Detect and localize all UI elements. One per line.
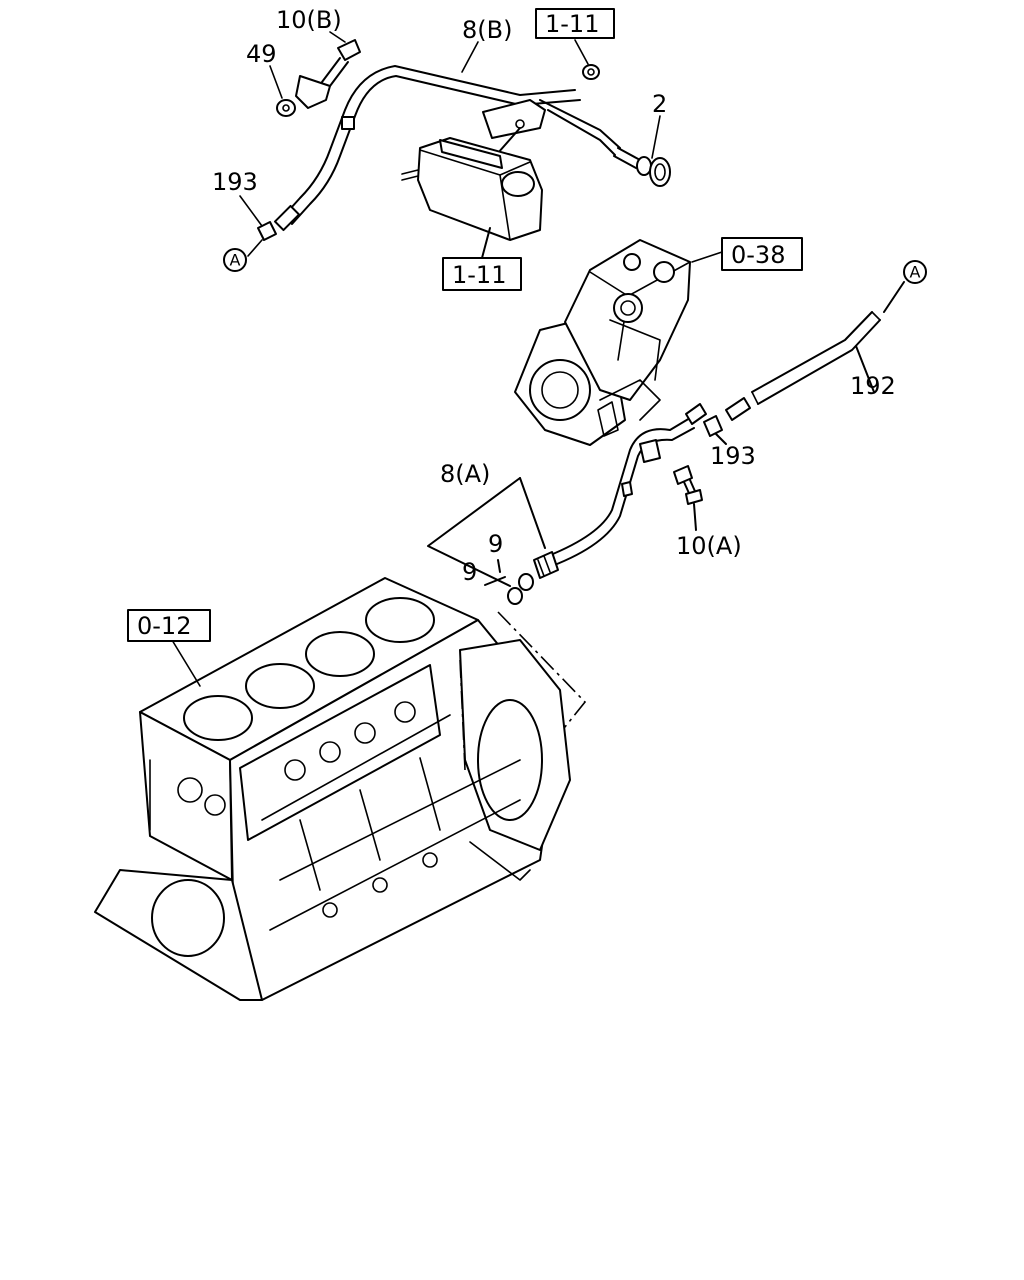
label-oring-9-upper: 9 — [488, 530, 503, 558]
air-compressor — [514, 239, 723, 446]
nut-49 — [276, 99, 296, 117]
ref-box-0-38: 0-38 — [721, 237, 803, 271]
label-pipe-8b: 8(B) — [462, 16, 512, 44]
label-ref-0-38: 0-38 — [731, 241, 785, 269]
pipe-8a-leader — [427, 477, 546, 587]
pipe-bracket — [482, 99, 546, 163]
label-gasket-2: 2 — [652, 90, 667, 118]
ref-box-1-11-mid: 1-11 — [442, 257, 522, 291]
label-bolt-10b: 10(B) — [276, 6, 342, 34]
connector-a-right-letter: A — [910, 263, 921, 282]
hose-192 — [725, 281, 905, 421]
label-bolt-10a: 10(A) — [676, 532, 742, 560]
bolt-10b — [295, 39, 361, 109]
label-ref-0-12: 0-12 — [137, 612, 191, 640]
connector-a-left-letter: A — [230, 251, 241, 270]
leader-lines — [171, 31, 661, 687]
bolt-10a — [673, 465, 703, 531]
pipe-8b — [273, 65, 621, 232]
orings-9 — [507, 573, 534, 605]
label-ref-1-11-mid: 1-11 — [452, 261, 506, 289]
label-nut-49: 49 — [246, 40, 277, 68]
gasket-2 — [613, 147, 671, 187]
cylinder-block — [94, 577, 571, 1001]
label-clip-193-top: 193 — [212, 168, 258, 196]
clip-193-mid — [703, 415, 727, 445]
connector-a-right: A — [903, 260, 927, 284]
label-pipe-8a: 8(A) — [440, 460, 490, 488]
ref-box-1-11-top: 1-11 — [535, 8, 615, 39]
reservoir-tank — [401, 137, 543, 259]
pipe-8a — [533, 403, 707, 579]
label-oring-9-lower: 9 — [462, 558, 477, 586]
connector-a-left: A — [223, 248, 247, 272]
label-clip-193-mid: 193 — [710, 442, 756, 470]
ref-box-0-12: 0-12 — [127, 609, 211, 642]
label-hose-192: 192 — [850, 372, 896, 400]
label-ref-1-11-top: 1-11 — [545, 10, 599, 38]
nut-small — [582, 64, 600, 80]
